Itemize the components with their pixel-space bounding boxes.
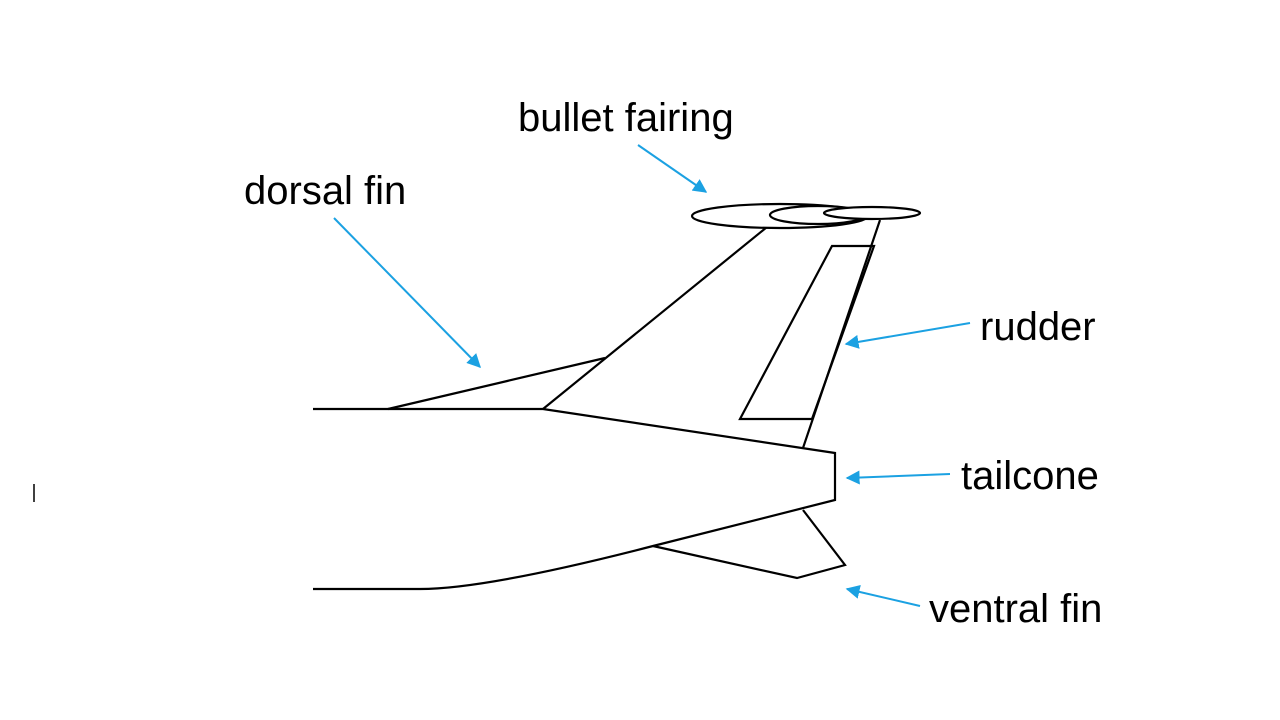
vertical-fin-shape xyxy=(542,226,768,410)
dorsal-fin-leader xyxy=(333,217,481,368)
bullet-fairing-label: bullet fairing xyxy=(518,96,734,140)
fuselage-outline xyxy=(313,407,837,591)
dorsal-fin-shape xyxy=(387,356,606,411)
ventral-fin-leader xyxy=(845,585,921,607)
rudder-label: rudder xyxy=(980,305,1096,349)
rudder-leader xyxy=(844,322,971,349)
bullet-fairing-leader xyxy=(637,144,708,193)
rudder-shape xyxy=(738,244,876,421)
tailcone-label: tailcone xyxy=(961,454,1099,498)
bullet-fairing-tip xyxy=(822,205,922,221)
tailcone-leader xyxy=(845,470,951,485)
dorsal-fin-label: dorsal fin xyxy=(244,169,406,213)
ventral-fin-label: ventral fin xyxy=(929,587,1102,631)
ventral-fin-shape xyxy=(652,509,847,580)
